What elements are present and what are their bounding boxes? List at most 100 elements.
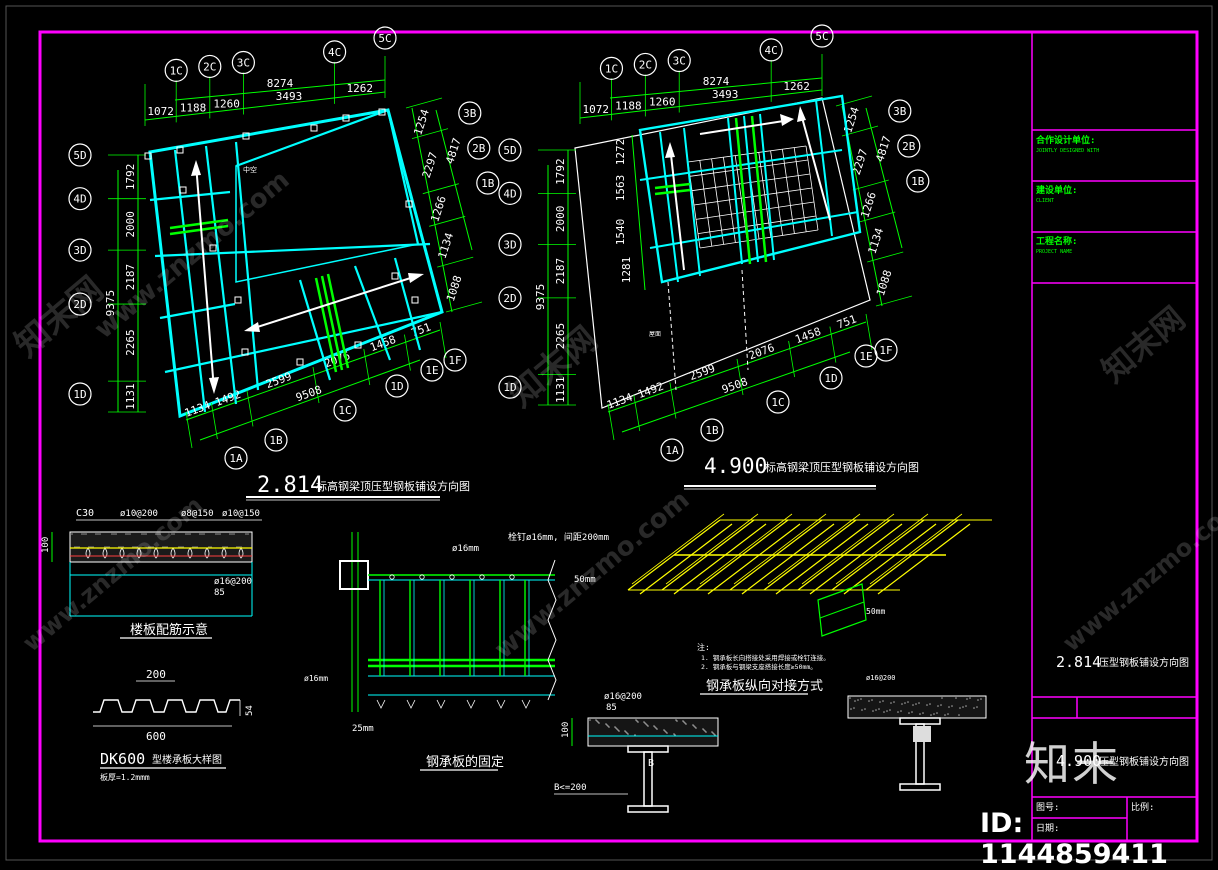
right-dim-2: 1266 <box>428 194 449 223</box>
plan-right-title: 4.900 标高钢梁顶压型钢板铺设方向图 <box>684 454 919 490</box>
deck-rib-b-7 <box>877 523 971 595</box>
sec-a-b-limit: B<=200 <box>554 783 587 793</box>
top-axis-5C-label: 5C <box>378 32 391 45</box>
slab-stud <box>170 547 176 559</box>
top-dim-line <box>579 89 823 119</box>
slab-aggregate <box>71 533 73 535</box>
right-tick <box>852 179 889 191</box>
left-axis-2D-label: 2D <box>503 292 516 305</box>
left-axis-3D-circle <box>498 232 522 256</box>
sec-a-aggregate <box>692 724 694 726</box>
tb-sub-1: JOINTLY DESIGNED WITH <box>1036 148 1099 154</box>
stud-mark-5 <box>521 699 531 709</box>
sec-b-aggregate <box>919 713 921 715</box>
mesh-h-3 <box>693 187 813 206</box>
bottom-axis-1E-label: 1E <box>425 364 438 377</box>
core-outline <box>638 94 862 284</box>
fix-callout-50: 50mm <box>574 575 596 585</box>
stud-mark-1 <box>406 699 416 709</box>
sec-b-aggregate <box>878 708 880 710</box>
bottom-axis-1F-label: 1F <box>448 354 461 367</box>
detail-deck-lap: 注: 1. 钢承板长向搭接处采用焊接或栓钉连接。 2. 钢承板与钢梁支座搭接长度… <box>627 513 992 695</box>
slab-aggregate <box>233 533 235 535</box>
slab-aggregate <box>125 533 127 535</box>
tb-drawing-2-num: 4.900 <box>1056 752 1101 770</box>
sec-b-aggregate <box>951 705 953 707</box>
left-axis-4D-circle <box>498 181 522 205</box>
top-axis-1C-label: 1C <box>170 64 183 77</box>
bolt-9 <box>241 348 249 356</box>
sec-a-aggregate <box>695 727 697 729</box>
sec-a-bar: ø16@200 <box>604 692 642 702</box>
sec-b-aggregate <box>871 699 873 701</box>
top-dim-2: 1260 <box>649 95 676 108</box>
fix-callout-stud: 栓钉ø16mm, 间距200mm <box>508 531 609 543</box>
top-axis-3C-circle <box>231 50 255 75</box>
sec-b-aggregate <box>882 700 884 702</box>
detail-section-beam: 100 ø16@200 85 B B<=200 ø16@200 <box>554 674 987 813</box>
sec-b-aggregate <box>930 714 932 716</box>
tb-row-3: 工程名称: <box>1036 235 1077 247</box>
bottom-axis-1C-label: 1C <box>771 396 784 409</box>
core-beam-6 <box>743 115 759 263</box>
top-dim-3: 3493 <box>712 88 739 101</box>
bottom-total: 9508 <box>720 375 749 396</box>
bottom-axis-1C-circle <box>766 390 790 414</box>
right-total: 4817 <box>443 136 464 165</box>
tb-drawing-1-text: 压型钢板铺设方向图 <box>1099 656 1189 669</box>
joint-bar-3 <box>320 275 344 371</box>
left-axis-3D-label: 3D <box>503 238 516 251</box>
lap-note-2: 2. 钢承板与钢梁支座搭接长度≥50mm。 <box>701 662 817 671</box>
deck-rib-c-6 <box>835 513 929 585</box>
sec-a-aggregate <box>655 727 657 729</box>
stud-top-0 <box>389 574 395 580</box>
bottom-axis-1D-circle <box>385 374 409 398</box>
slab-aggregate <box>229 533 231 535</box>
left-axis-1D-circle <box>68 382 92 406</box>
left-total: 9375 <box>104 290 117 317</box>
joint-bar-1 <box>169 224 229 236</box>
slab-aggregate <box>189 533 191 535</box>
right-dim-4: 1088 <box>874 268 895 297</box>
sec-b-aggregate <box>908 712 910 714</box>
sec-b-aggregate <box>918 702 920 704</box>
slab-aggregate <box>85 533 87 535</box>
joint-bar-4 <box>326 273 350 369</box>
sec-b-aggregate <box>977 699 979 701</box>
sec-a-aggregate <box>676 720 678 722</box>
top-axis-4C-circle <box>323 40 347 64</box>
core-beam-2 <box>815 99 833 237</box>
sec-a-aggregate <box>597 721 599 723</box>
inner-dim-1: 1563 <box>614 175 627 202</box>
sec-a-aggregate <box>646 724 648 726</box>
sec-b-aggregate <box>941 697 943 699</box>
asset-id: ID: 1144859411 <box>980 808 1168 870</box>
bolt-3 <box>310 124 318 132</box>
bottom-tick <box>439 321 447 359</box>
inner-dim-0: 1272 <box>614 139 627 166</box>
slab-aggregate <box>217 533 219 535</box>
deck-rib-b-1 <box>673 523 767 595</box>
slab-aggregate <box>143 533 145 535</box>
left-dim-1: 2000 <box>124 211 137 238</box>
bottom-tick <box>788 340 795 378</box>
slab-title: 楼板配筋示意 <box>130 622 208 638</box>
deck-rib-c-2 <box>699 513 793 585</box>
slab-stud <box>102 547 108 559</box>
arrow-shaft-d <box>247 274 421 331</box>
bottom-total-line <box>199 359 421 441</box>
left-dim-3: 2265 <box>124 329 137 356</box>
right-axis-1B-label: 1B <box>911 175 925 188</box>
bottom-dim-3: 2076 <box>747 341 776 362</box>
sec-a-aggregate <box>615 727 617 729</box>
right-tick <box>445 301 483 313</box>
bottom-dim-4: 1458 <box>793 325 822 346</box>
lap-note-1: 1. 钢承板长向搭接处采用焊接或栓钉连接。 <box>701 653 830 662</box>
bottom-axis-1D-label: 1D <box>390 380 403 393</box>
right-dim-4: 1088 <box>444 274 465 303</box>
beam-3 <box>234 141 260 391</box>
left-axis-3D-circle <box>68 238 92 262</box>
sec-a-aggregate <box>626 732 628 734</box>
sec-b-aggregate <box>948 706 950 708</box>
bolt-11 <box>354 341 362 349</box>
